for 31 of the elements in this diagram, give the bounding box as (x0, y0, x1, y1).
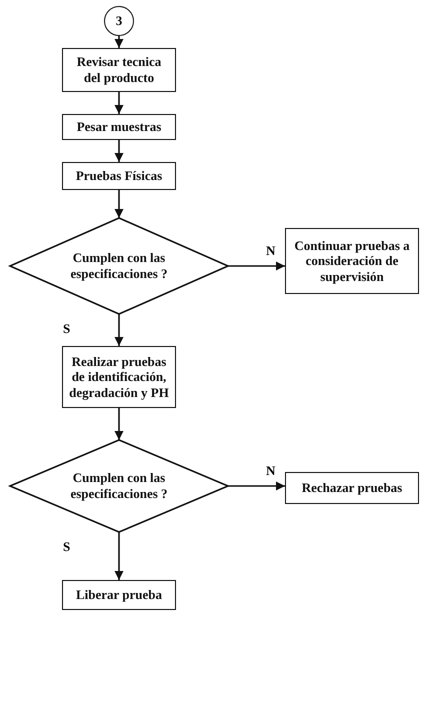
node-text: Pruebas Físicas (76, 168, 162, 184)
arrow (114, 140, 124, 162)
connector-circle (104, 6, 134, 36)
node-text: Rechazar pruebas (302, 480, 402, 496)
arrow (114, 314, 124, 346)
arrow (114, 36, 124, 48)
node-text: Liberar prueba (76, 587, 162, 603)
decision-diamond (10, 440, 228, 532)
process-box (62, 162, 176, 190)
edge-label: S (61, 540, 72, 554)
process-box (62, 114, 176, 140)
process-box (285, 472, 419, 504)
arrow (228, 482, 285, 490)
node-text: 3 (116, 13, 122, 29)
node-text: Revisar tecnica del producto (76, 54, 162, 86)
process-box (285, 228, 419, 294)
node-text: Pesar muestras (76, 119, 162, 135)
edge-label: S (61, 322, 72, 336)
process-box (62, 346, 176, 408)
node-text: Cumplen con las especificaciones ? (69, 250, 169, 282)
decision-diamond (10, 218, 228, 314)
node-text: Cumplen con las especificaciones ? (69, 470, 169, 502)
arrow (228, 262, 285, 270)
arrow (114, 532, 124, 580)
process-box (62, 580, 176, 610)
process-box (62, 48, 176, 92)
node-text: Continuar pruebas a consideración de supervisión (293, 238, 411, 284)
arrow (114, 190, 124, 218)
arrow (114, 92, 124, 114)
node-text: Realizar pruebas de identificación, degradación y PH (68, 354, 170, 400)
arrow (114, 408, 124, 440)
